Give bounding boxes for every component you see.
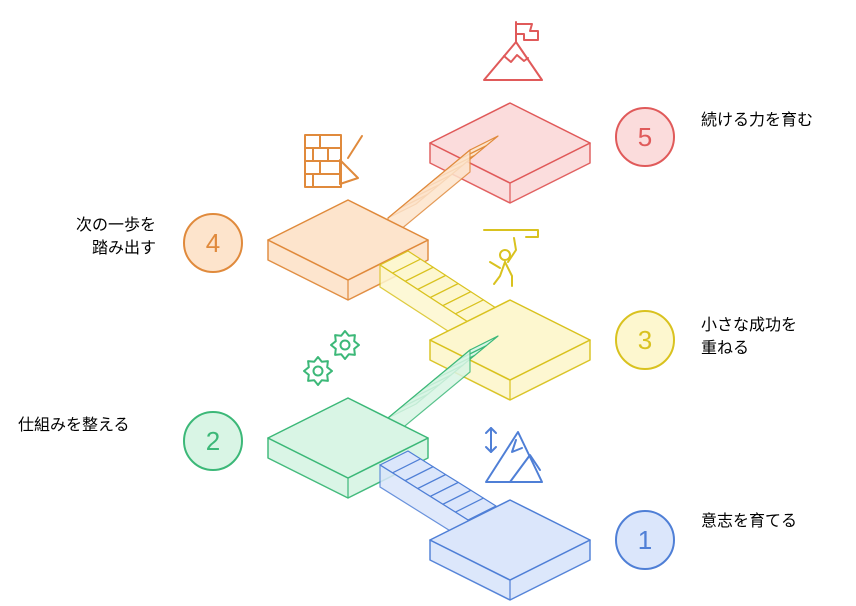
- platform-1: [429, 499, 591, 601]
- summit-flag-icon: [483, 21, 543, 81]
- gears-icon: [303, 330, 360, 386]
- climber-icon: [483, 229, 539, 287]
- step-4-badge: 4: [183, 213, 243, 273]
- step-1-label: 意志を育てる: [701, 509, 797, 532]
- stairs-3: [379, 250, 497, 346]
- step-1-badge: 1: [615, 510, 675, 570]
- step-3-number: 3: [638, 325, 652, 355]
- step-4-label-line-1: 次の一歩を: [75, 215, 156, 234]
- step-5-number: 5: [638, 122, 652, 152]
- step-3-label: 小さな成功を 重ねる: [701, 313, 797, 359]
- step-5-label-line-1: 続ける力を育む: [701, 110, 814, 129]
- brick-wall-trowel-icon: [304, 134, 363, 188]
- step-4-number: 4: [206, 228, 220, 258]
- step-4-label: 次の一歩を 踏み出す: [76, 213, 156, 259]
- step-2-badge: 2: [183, 411, 243, 471]
- stairs-4: [387, 135, 499, 242]
- step-1-number: 1: [638, 525, 652, 555]
- stairs-1: [379, 450, 497, 544]
- step-3-label-line-1: 小さな成功を: [701, 315, 798, 334]
- step-5-label: 続ける力を育む: [701, 108, 813, 131]
- platform-4: [267, 199, 429, 301]
- step-5-badge: 5: [615, 107, 675, 167]
- step-3-label-line-2: 重ねる: [701, 338, 750, 357]
- stairs-2: [387, 335, 499, 442]
- step-2-number: 2: [206, 426, 220, 456]
- platform-5: [429, 102, 591, 204]
- step-4-label-line-2: 踏み出す: [91, 238, 156, 257]
- step-3-badge: 3: [615, 310, 675, 370]
- mountain-arrows-icon: [485, 427, 543, 483]
- step-2-label: 仕組みを整える: [18, 413, 130, 436]
- step-1-label-line-1: 意志を育てる: [701, 511, 798, 530]
- step-2-label-line-1: 仕組みを整える: [18, 415, 130, 434]
